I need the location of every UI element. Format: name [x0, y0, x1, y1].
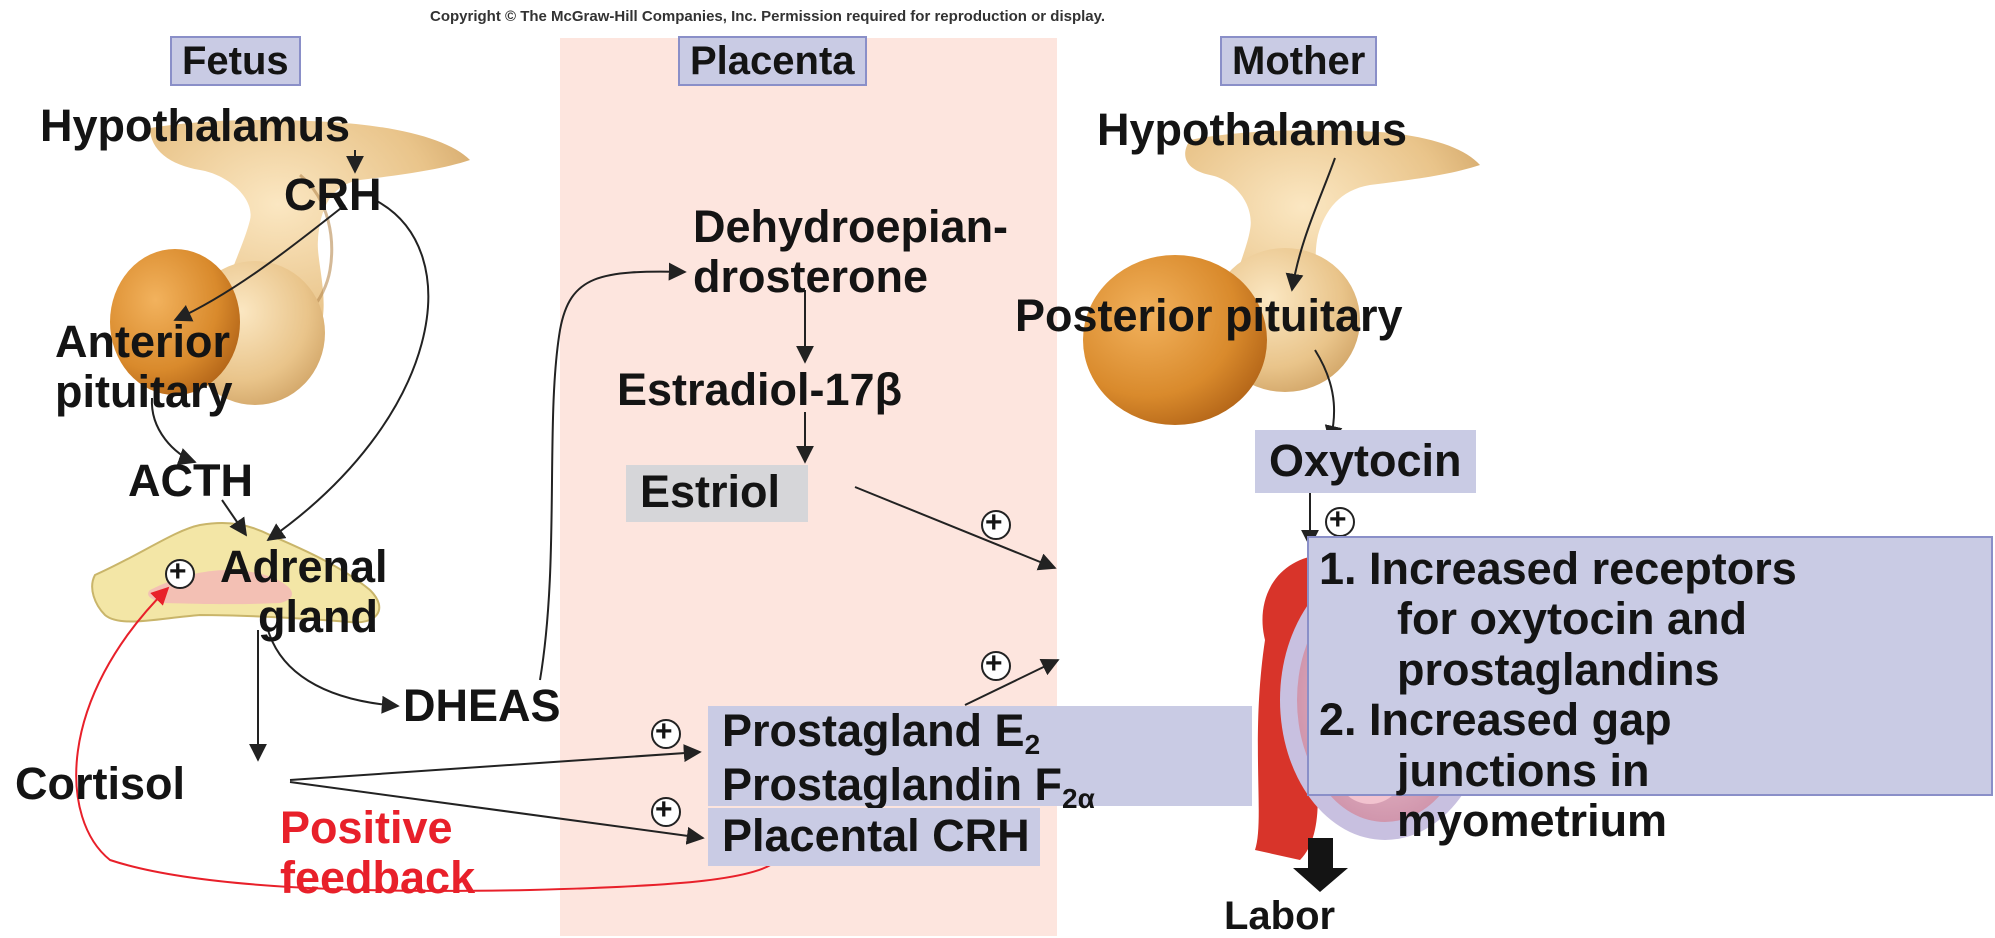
positive-feedback-line-2: feedback [280, 853, 475, 903]
plus-cortisol-prostaglandin: + [655, 717, 673, 747]
estradiol: Estradiol-17β [617, 367, 902, 412]
fetal-hypothalamus: Hypothalamus [40, 103, 350, 148]
adrenal-line-2: gland [220, 592, 388, 642]
prostaglandin-f2a-text: Prostaglandin F [722, 759, 1062, 810]
header-placenta: Placenta [678, 36, 867, 86]
adrenal-gland-label: Adrenal gland [220, 542, 388, 643]
copyright-notice: Copyright © The McGraw-Hill Companies, I… [430, 8, 1105, 25]
effect-2: 2. Increased gap junctions in myometrium [1319, 695, 1991, 846]
prostaglandin-box: Prostagland E2 Prostaglandin F2α [708, 706, 1252, 806]
positive-feedback: Positive feedback [280, 803, 475, 904]
effect-2-line-1: 2. Increased gap [1319, 695, 1991, 745]
prostaglandin-e2: Prostagland E2 [722, 706, 1252, 760]
plus-prostaglandin: + [985, 649, 1003, 679]
maternal-pituitary-illustration [1083, 130, 1480, 425]
prostaglandin-f2a-sub: 2α [1062, 783, 1095, 814]
effect-2-line-2: junctions in [1319, 746, 1991, 796]
effect-1: 1. Increased receptors for oxytocin and … [1319, 544, 1991, 695]
plus-estriol: + [985, 508, 1003, 538]
effect-1-line-1: 1. Increased receptors [1319, 544, 1991, 594]
plus-adrenal: + [169, 557, 187, 587]
prostaglandin-f2a: Prostaglandin F2α [722, 760, 1252, 814]
plus-oxytocin: + [1329, 505, 1347, 535]
anterior-pituitary-line-1: Anterior [55, 317, 233, 367]
adrenal-line-1: Adrenal [220, 542, 388, 592]
dehydroepiandrosterone: Dehydroepian- drosterone [693, 202, 1008, 303]
anterior-pituitary: Anterior pituitary [55, 317, 233, 418]
prostaglandin-e2-sub: 2 [1025, 729, 1041, 760]
effect-1-line-2: for oxytocin and [1319, 594, 1991, 644]
labor: Labor [1224, 896, 1335, 936]
positive-feedback-line-1: Positive [280, 803, 475, 853]
fetal-crh: CRH [284, 172, 382, 217]
oxytocin-effects-box: 1. Increased receptors for oxytocin and … [1307, 536, 1993, 796]
effect-1-line-3: prostaglandins [1319, 645, 1991, 695]
posterior-pituitary: Posterior pituitary [1015, 293, 1403, 338]
placental-crh: Placental CRH [708, 808, 1040, 866]
acth: ACTH [128, 458, 253, 503]
estriol: Estriol [626, 465, 808, 522]
dheas: DHEAS [403, 683, 561, 728]
anterior-pituitary-line-2: pituitary [55, 367, 233, 417]
maternal-hypothalamus: Hypothalamus [1097, 107, 1407, 152]
oxytocin: Oxytocin [1255, 430, 1476, 493]
dhea-line-2: drosterone [693, 252, 1008, 302]
cortisol: Cortisol [15, 761, 185, 806]
header-mother: Mother [1220, 36, 1377, 86]
effect-2-line-3: myometrium [1319, 796, 1991, 846]
header-fetus: Fetus [170, 36, 301, 86]
dhea-line-1: Dehydroepian- [693, 202, 1008, 252]
prostaglandin-e2-text: Prostagland E [722, 705, 1025, 756]
plus-cortisol-crh: + [655, 795, 673, 825]
